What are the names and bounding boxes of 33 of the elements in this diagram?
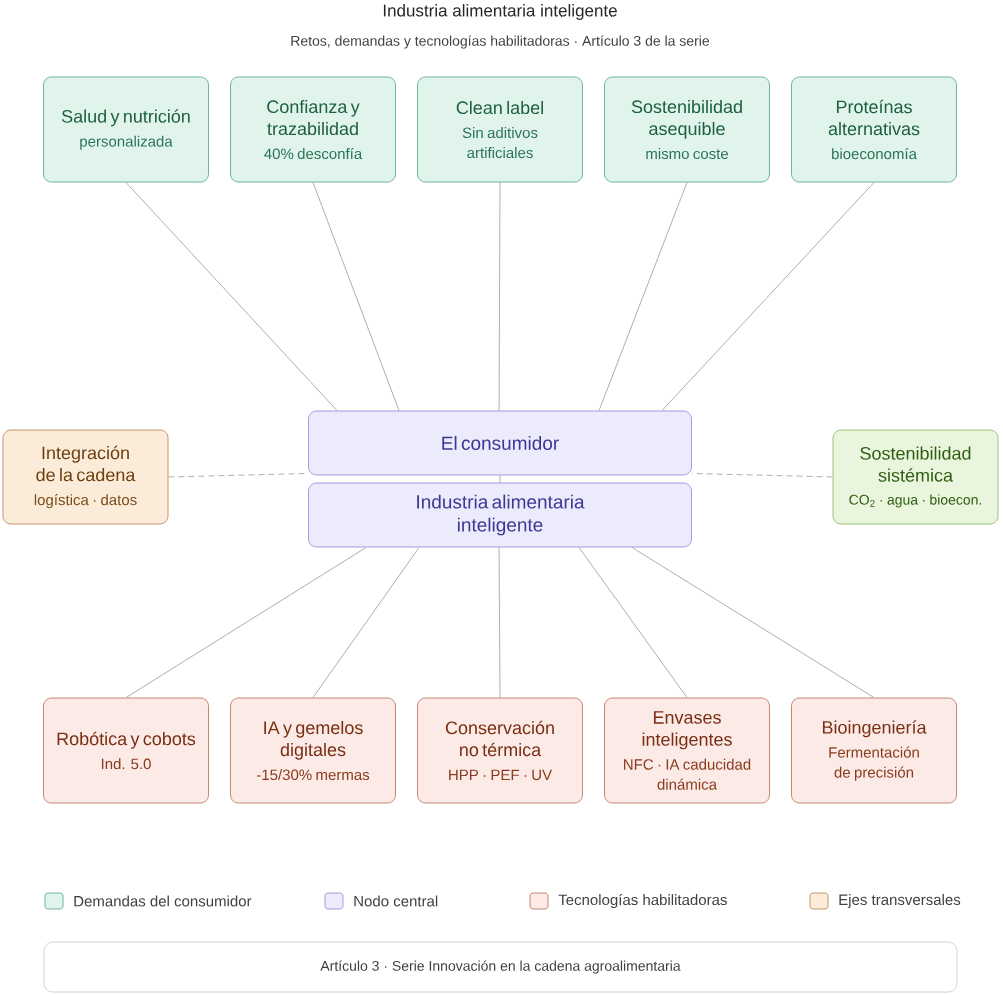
subtitle: Retos, demandas y tecnologías habilitadoras · Artículo 3 de la serie [291, 35, 710, 49]
demand-box: Salud y nutrición personalizada [43, 76, 209, 183]
technology-box: IA y gemelos digitales -15/30% mermas [230, 697, 396, 804]
legend-label: Tecnologías habilitadoras [558, 893, 727, 909]
central-box: Industria alimentaria inteligente [308, 482, 692, 548]
technology-box: Bioingeniería Fermentación de precisión [791, 697, 957, 804]
axis-box: Sostenibilidad sistémica CO$_{2}$ · agua · bioecon. [832, 429, 999, 525]
technology-box: Conservación no térmica HPP · PEF · UV [417, 697, 583, 804]
connector-line [312, 182, 400, 411]
legend-label: Demandas del consumidor [74, 895, 252, 907]
legend-label: Ejes transversales [839, 894, 961, 908]
footer-box: Artículo 3 · Serie Innovación en la cadena agroalimentaria [43, 941, 958, 993]
connector-line [312, 547, 420, 698]
legend-label: Nodo central [354, 895, 438, 907]
technology-box: Envases inteligentes NFC · IA caducidad dinámica [604, 697, 770, 804]
connector-line [598, 182, 688, 411]
technology-box: Robótica y cobots Ind. 5.0 [43, 697, 209, 804]
connector-line [631, 547, 875, 698]
connector-line [499, 475, 501, 483]
demand-box: Proteínas alternativas bioeconomía [791, 76, 957, 183]
central-box: El consumidor [308, 410, 692, 476]
demand-box: Sostenibilidad asequible mismo coste [604, 76, 770, 183]
title: Industria alimentaria inteligente [383, 4, 617, 20]
connector-line [661, 182, 875, 411]
connector-line [691, 473, 833, 478]
connector-line [498, 182, 501, 411]
connector-line [578, 547, 688, 698]
demand-box: Confianza y trazabilidad 40% desconfía [230, 76, 396, 183]
connector-line [125, 547, 367, 698]
axis-box: Integración de la cadena logística · datos [2, 429, 169, 525]
connector-line [125, 182, 338, 411]
demand-box: Clean label Sin aditivos artificiales [417, 76, 583, 183]
connector-line [498, 547, 501, 698]
